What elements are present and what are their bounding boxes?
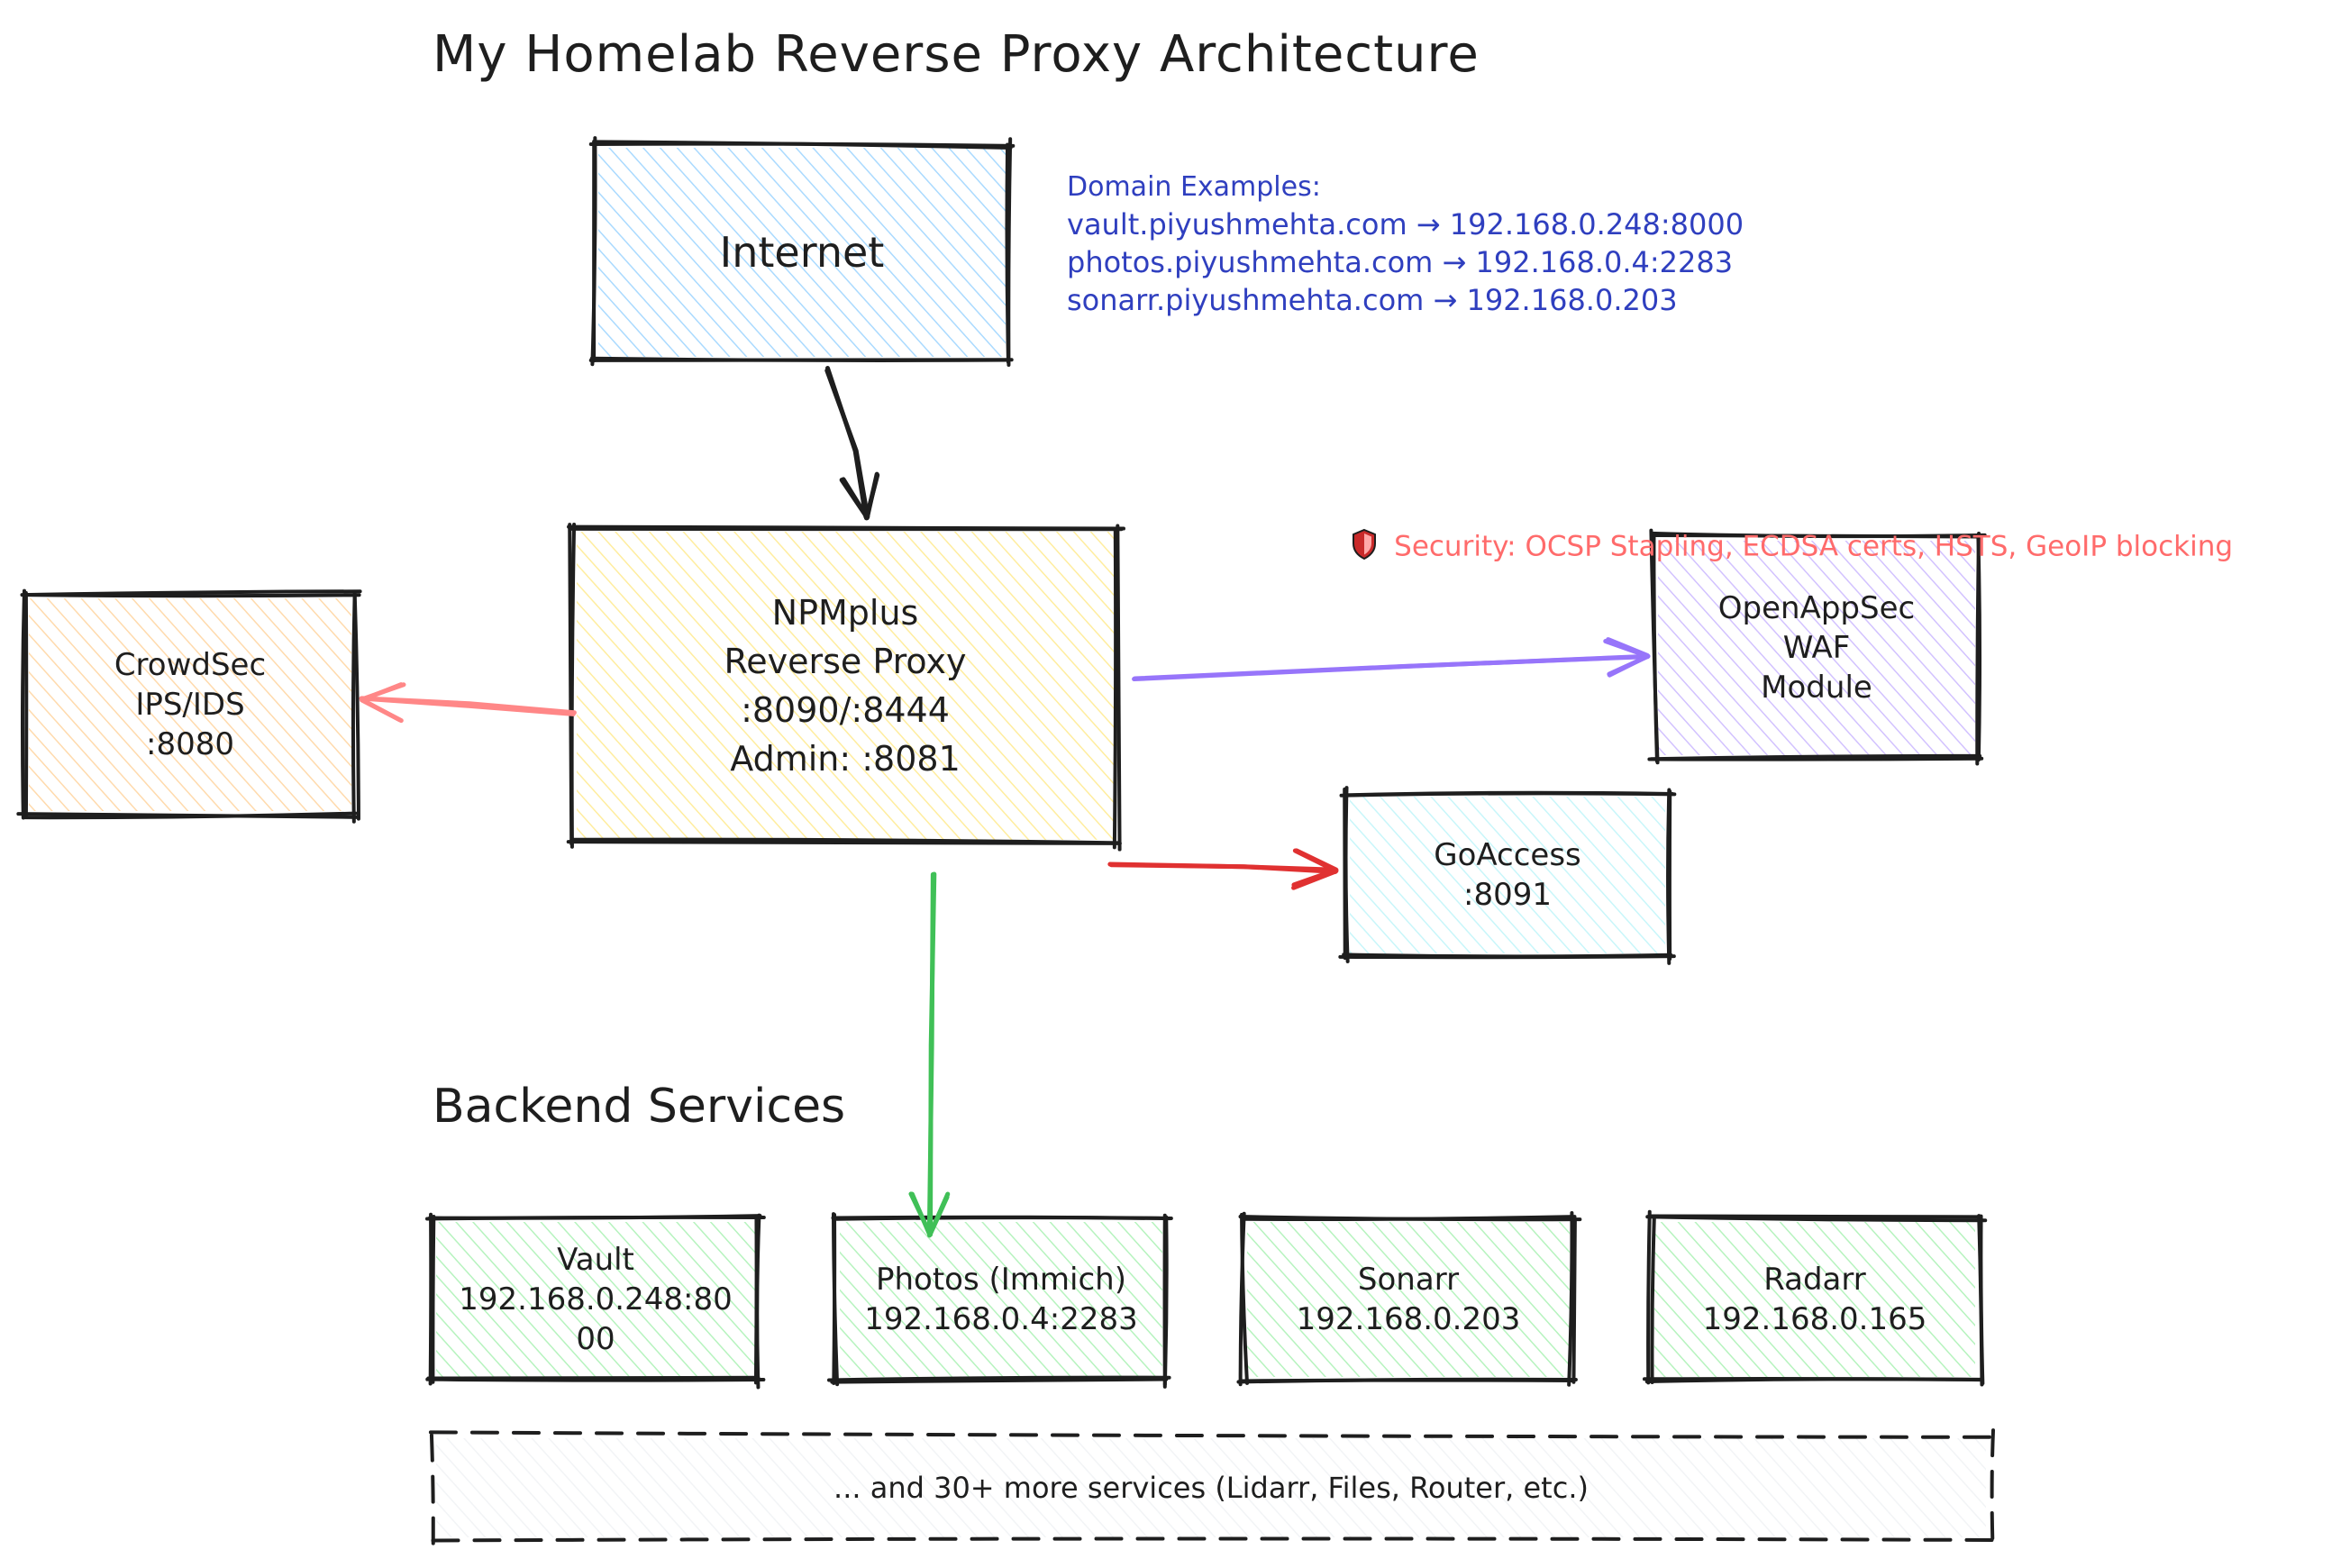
domain-examples-heading: Domain Examples: — [1067, 171, 1321, 203]
arrow-npmplus-to-crowdsec — [359, 682, 577, 724]
openappsec-node-label[interactable]: OpenAppSec WAF Module — [1654, 537, 1979, 759]
crowdsec-node-label[interactable]: CrowdSec IPS/IDS :8080 — [25, 595, 355, 815]
goaccess-node-label[interactable]: GoAccess :8091 — [1346, 793, 1669, 957]
crowdsec-node[interactable] — [16, 588, 362, 824]
npmplus-node-fill — [577, 532, 1114, 840]
photos-node-fill — [840, 1222, 1162, 1377]
radarr-node-label[interactable]: Radarr 192.168.0.165 — [1651, 1218, 1979, 1381]
more-services-text: ... and 30+ more services (Lidarr, Files… — [833, 1471, 1589, 1505]
sonarr-name: Sonarr — [1357, 1262, 1460, 1298]
more-services-node-fill — [436, 1438, 1986, 1537]
photos-node[interactable] — [827, 1212, 1173, 1389]
radarr-node-fill — [1654, 1222, 1975, 1377]
npmplus-name: NPMplus — [771, 593, 919, 633]
goaccess-node-fill — [1350, 797, 1665, 953]
domain-example-line: sonarr.piyushmehta.com → 192.168.0.203 — [1067, 283, 1678, 317]
internet-node-fill — [598, 148, 1006, 357]
openappsec-role: WAF — [1782, 630, 1851, 666]
vault-address: 192.168.0.248:80 — [459, 1281, 733, 1317]
npmplus-node-label[interactable]: NPMplus Reverse Proxy :8090/:8444 Admin:… — [573, 528, 1117, 843]
radarr-address: 192.168.0.165 — [1702, 1301, 1927, 1337]
internet-node[interactable] — [588, 136, 1016, 367]
radarr-node[interactable] — [1642, 1209, 1988, 1387]
crowdsec-port: :8080 — [146, 726, 234, 762]
more-services-label[interactable]: ... and 30+ more services (Lidarr, Files… — [433, 1435, 1990, 1541]
internet-node-label[interactable]: Internet — [595, 144, 1009, 360]
arrow-npmplus-to-openappsec — [1132, 637, 1651, 682]
arrow-npmplus-to-goaccess — [1107, 848, 1339, 890]
domain-example-line: photos.piyushmehta.com → 192.168.0.4:228… — [1067, 245, 1734, 279]
npmplus-admin-port: Admin: :8081 — [730, 739, 961, 779]
radarr-name: Radarr — [1763, 1262, 1866, 1298]
vault-node[interactable] — [425, 1212, 766, 1390]
vault-name: Vault — [557, 1242, 634, 1278]
openappsec-type: Module — [1761, 670, 1872, 706]
crowdsec-node-fill — [29, 598, 351, 811]
goaccess-name: GoAccess — [1434, 837, 1581, 873]
sonarr-node-label[interactable]: Sonarr 192.168.0.203 — [1243, 1218, 1573, 1381]
photos-node-label[interactable]: Photos (Immich) 192.168.0.4:2283 — [836, 1218, 1166, 1381]
security-note-text: Security: OCSP Stapling, ECDSA certs, HS… — [1394, 530, 2234, 563]
sonarr-node-fill — [1247, 1222, 1570, 1377]
vault-node-fill — [436, 1222, 755, 1377]
vault-node-label[interactable]: Vault 192.168.0.248:80 00 — [433, 1218, 759, 1381]
openappsec-node[interactable] — [1647, 528, 1987, 766]
goaccess-node[interactable] — [1338, 786, 1677, 965]
openappsec-node-fill — [1658, 541, 1975, 755]
npmplus-role: Reverse Proxy — [724, 642, 967, 681]
photos-address: 192.168.0.4:2283 — [864, 1301, 1138, 1337]
vault-address-wrap: 00 — [576, 1321, 615, 1357]
goaccess-port: :8091 — [1463, 877, 1552, 913]
openappsec-name: OpenAppSec — [1717, 590, 1916, 626]
backend-services-heading: Backend Services — [433, 1080, 846, 1134]
sonarr-address: 192.168.0.203 — [1296, 1301, 1521, 1337]
arrow-internet-to-npmplus — [824, 366, 880, 521]
npmplus-ports: :8090/:8444 — [741, 690, 950, 730]
npmplus-node[interactable] — [566, 522, 1125, 852]
shield-icon — [1316, 496, 1378, 600]
more-services-node[interactable] — [426, 1428, 1996, 1550]
security-note: Security: OCSP Stapling, ECDSA certs, HS… — [1298, 463, 2233, 600]
photos-name: Photos (Immich) — [876, 1262, 1126, 1298]
sonarr-node[interactable] — [1236, 1211, 1582, 1387]
crowdsec-role: IPS/IDS — [135, 687, 245, 723]
crowdsec-name: CrowdSec — [114, 647, 267, 683]
domain-example-line: vault.piyushmehta.com → 192.168.0.248:80… — [1067, 207, 1744, 242]
arrow-npmplus-to-backend — [908, 871, 951, 1238]
internet-label: Internet — [719, 228, 885, 277]
diagram-title: My Homelab Reverse Proxy Architecture — [433, 25, 1480, 84]
